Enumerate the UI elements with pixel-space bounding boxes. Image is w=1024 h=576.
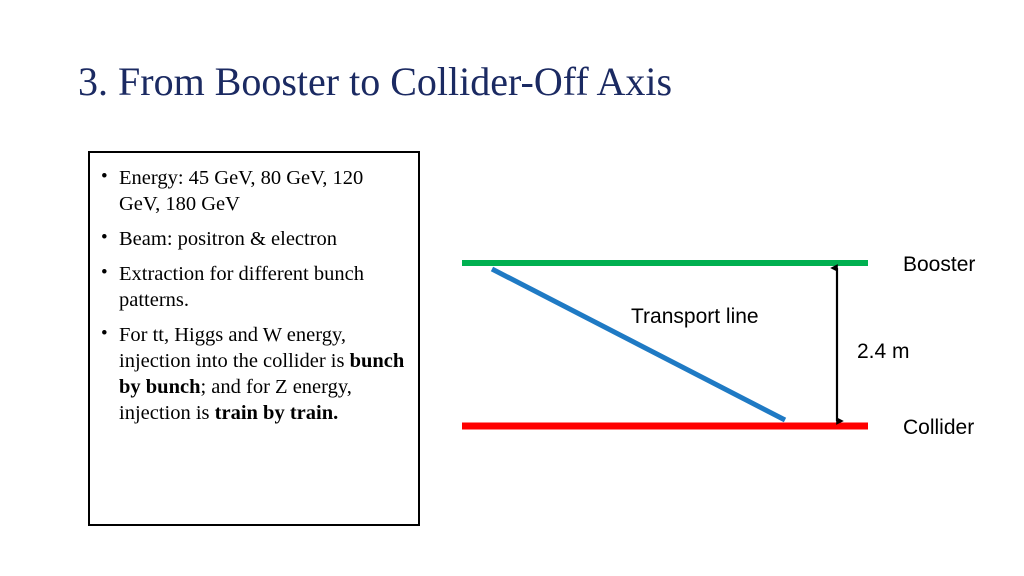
list-item: Extraction for different bunch patterns. <box>98 260 408 313</box>
injection-text-bold1: bunch by bunch <box>119 350 405 398</box>
page-title: 3. From Booster to Collider-Off Axis <box>78 59 673 104</box>
list-item-injection: For tt, Higgs and W energy, injection in… <box>98 321 408 426</box>
list-item: Beam: positron & electron <box>98 225 408 252</box>
list-item: Energy: 45 GeV, 80 GeV, 120 GeV, 180 GeV <box>98 164 408 217</box>
bullet-text-box: Energy: 45 GeV, 80 GeV, 120 GeV, 180 GeV… <box>88 151 420 526</box>
injection-text-bold2: train by train. <box>214 402 339 424</box>
injection-text-part2: ; and for Z energy, injection is <box>119 376 352 424</box>
booster-label: Booster <box>903 253 976 276</box>
collider-label: Collider <box>903 416 975 439</box>
injection-text-part1: For tt, Higgs and W energy, injection in… <box>119 324 350 372</box>
distance-label: 2.4 m <box>857 340 910 363</box>
transport-line <box>490 266 787 423</box>
transport-line-label: Transport line <box>631 305 759 328</box>
bullet-list: Energy: 45 GeV, 80 GeV, 120 GeV, 180 GeV… <box>90 153 418 426</box>
